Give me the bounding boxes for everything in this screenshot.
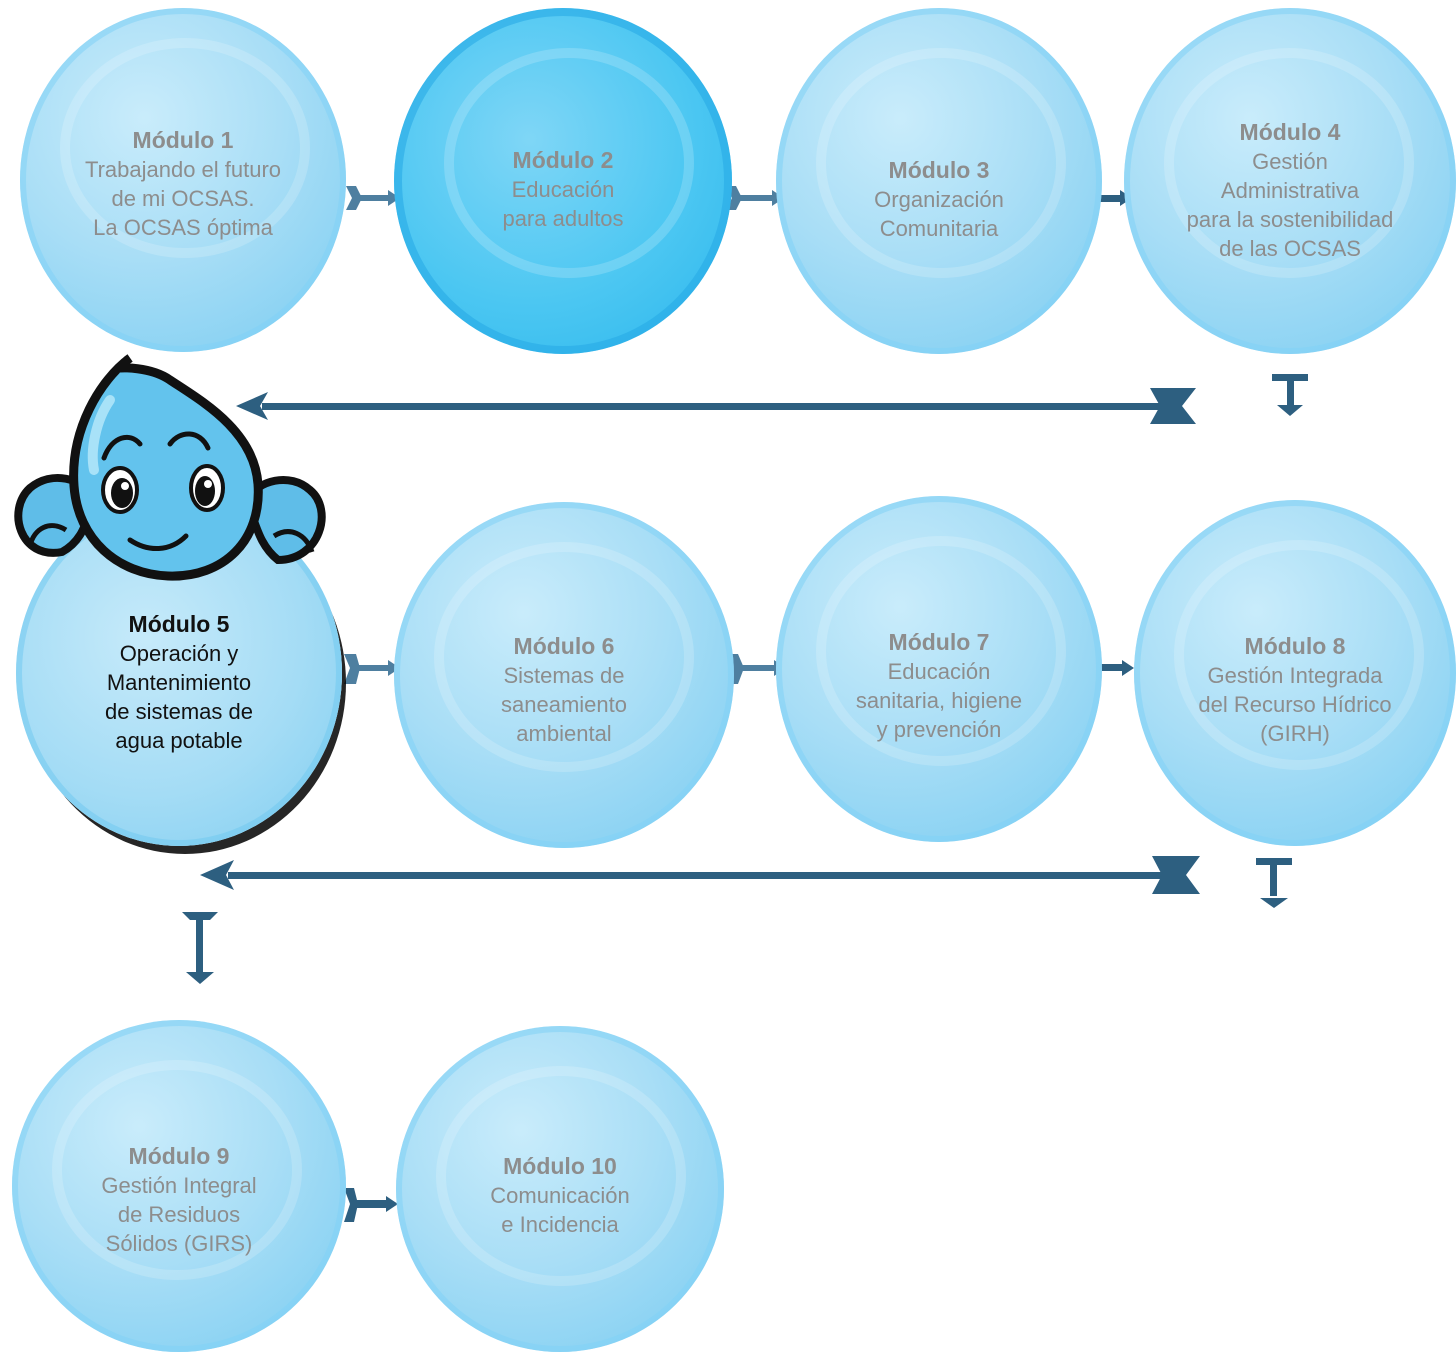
module-line: de mi OCSAS. xyxy=(111,186,255,211)
module-title: Módulo 5 xyxy=(128,611,230,637)
module-1[interactable]: Módulo 1 Trabajando el futuro de mi OCSA… xyxy=(20,8,346,352)
module-line: e Incidencia xyxy=(501,1212,619,1237)
module-title: Módulo 9 xyxy=(128,1143,230,1169)
module-line: La OCSAS óptima xyxy=(93,215,273,240)
module-line: de las OCSAS xyxy=(1219,236,1361,261)
module-2[interactable]: Módulo 2 Educación para adultos xyxy=(394,8,732,354)
module-line: para la sostenibilidad xyxy=(1186,207,1394,232)
module-line: agua potable xyxy=(115,728,243,753)
module-line: de sistemas de xyxy=(105,699,253,724)
module-line: Trabajando el futuro xyxy=(84,157,282,182)
module-line: Comunitaria xyxy=(879,216,999,241)
module-line: Comunicación xyxy=(490,1183,630,1208)
module-line: Gestión xyxy=(1252,149,1328,174)
module-title: Módulo 7 xyxy=(888,629,990,655)
module-4[interactable]: Módulo 4 Gestión Administrativa para la … xyxy=(1124,8,1456,354)
module-title: Módulo 3 xyxy=(888,157,990,183)
module-line: Gestión Integrada xyxy=(1207,663,1383,688)
module-line: Educación xyxy=(511,177,615,202)
arrow-left-icon xyxy=(200,856,1200,894)
module-line: (GIRH) xyxy=(1260,721,1330,746)
module-line: y prevención xyxy=(876,717,1002,742)
module-title: Módulo 6 xyxy=(513,633,615,659)
module-10[interactable]: Módulo 10 Comunicación e Incidencia xyxy=(396,1026,724,1352)
module-title: Módulo 2 xyxy=(512,147,614,173)
module-line: Mantenimiento xyxy=(106,670,252,695)
arrow-down-icon xyxy=(1256,858,1292,908)
module-line: Sistemas de xyxy=(503,663,625,688)
module-line: ambiental xyxy=(516,721,612,746)
module-line: para adultos xyxy=(502,206,624,231)
module-line: saneamiento xyxy=(501,692,627,717)
module-8[interactable]: Módulo 8 Gestión Integrada del Recurso H… xyxy=(1134,500,1456,846)
module-6[interactable]: Módulo 6 Sistemas de saneamiento ambient… xyxy=(394,502,734,848)
module-title: Módulo 8 xyxy=(1244,633,1346,659)
module-line: Organización xyxy=(874,187,1004,212)
module-line: de Residuos xyxy=(117,1202,241,1227)
module-line: sanitaria, higiene xyxy=(855,688,1023,713)
arrow-left-icon xyxy=(236,388,1196,424)
arrow-down-icon xyxy=(182,912,218,984)
module-title: Módulo 1 xyxy=(132,127,234,153)
module-title: Módulo 10 xyxy=(503,1153,617,1179)
arrow-right-icon xyxy=(344,1188,398,1222)
module-line: Gestión Integral xyxy=(101,1173,257,1198)
module-line: Administrativa xyxy=(1220,178,1360,203)
module-7[interactable]: Módulo 7 Educación sanitaria, higiene y … xyxy=(776,496,1102,842)
module-line: Sólidos (GIRS) xyxy=(105,1231,253,1256)
module-9[interactable]: Módulo 9 Gestión Integral de Residuos Só… xyxy=(12,1020,346,1352)
module-line: del Recurso Hídrico xyxy=(1198,692,1392,717)
module-3[interactable]: Módulo 3 Organización Comunitaria xyxy=(776,8,1102,354)
module-line: Educación xyxy=(887,659,991,684)
module-line: Operación y xyxy=(119,641,239,666)
module-title: Módulo 4 xyxy=(1239,119,1341,145)
arrow-down-icon xyxy=(1272,374,1308,416)
